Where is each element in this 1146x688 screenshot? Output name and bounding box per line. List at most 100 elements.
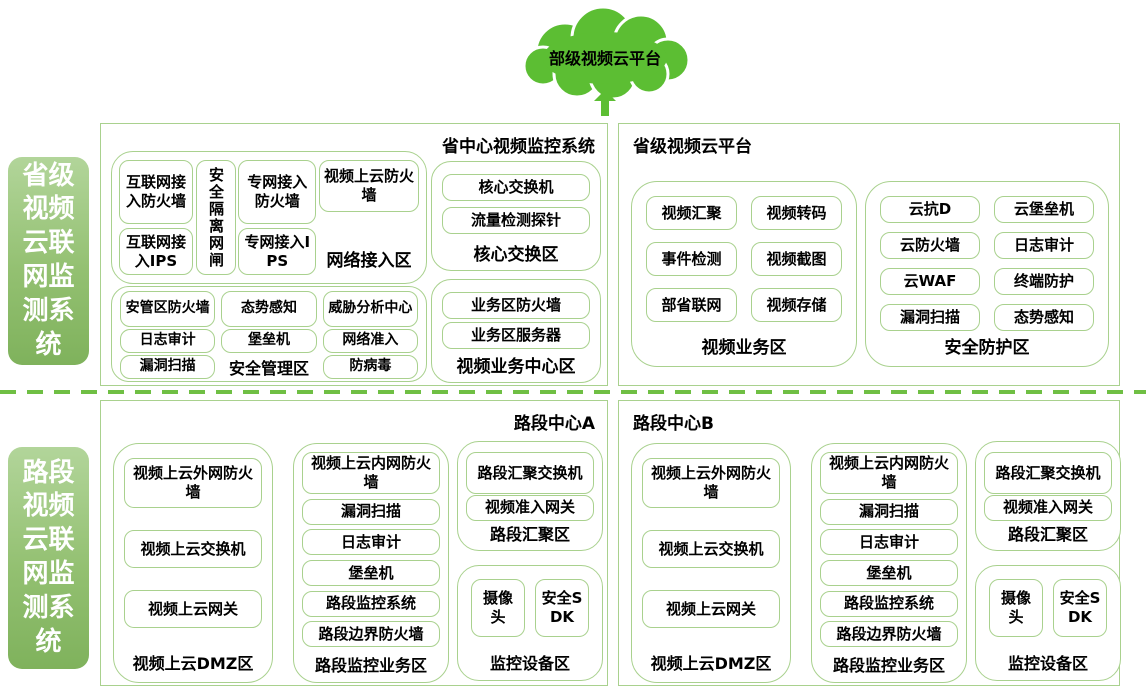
road-center-a-box: 路段中心A 视频上云外网防火墙 视频上云交换机 视频上云网关 视频上云DMZ区 … xyxy=(100,400,608,686)
video-cloud-dmz-zone-b-label: 视频上云DMZ区 xyxy=(650,654,772,673)
node-log-audit-a: 日志审计 xyxy=(302,529,440,556)
node-security-isolation-gatekeeper: 安全隔离网闸 xyxy=(195,160,236,275)
node-business-zone-firewall: 业务区防火墙 xyxy=(442,292,590,319)
road-aggregation-zone-a-label: 路段汇聚区 xyxy=(489,525,570,544)
network-access-col-1: 互联网接入防火墙 互联网接入IPS xyxy=(119,160,193,275)
node-vuln-scan: 漏洞扫描 xyxy=(120,355,216,379)
node-road-border-firewall-a: 路段边界防火墙 xyxy=(302,621,440,648)
sidebar-label-road-text: 路段视频云联网监测系统 xyxy=(22,457,75,657)
video-cloud-dmz-zone-a-label: 视频上云DMZ区 xyxy=(132,654,254,673)
security-protection-grid: 云抗D 云堡垒机 云防火墙 日志审计 云WAF 终端防护 漏洞扫描 态势感知 xyxy=(880,196,1094,333)
node-log-audit-cloud: 日志审计 xyxy=(994,232,1094,259)
node-video-aggregation: 视频汇聚 xyxy=(646,196,737,230)
province-cloud-box: 省级视频云平台 视频汇聚 视频转码 事件检测 视频截图 部省联网 视频存储 视频… xyxy=(618,123,1120,386)
node-video-cloud-gateway-b: 视频上云网关 xyxy=(642,590,780,628)
province-cloud-title: 省级视频云平台 xyxy=(633,137,752,157)
node-internet-access-ips: 互联网接入IPS xyxy=(119,228,193,275)
monitor-device-zone-a-label: 监控设备区 xyxy=(489,654,570,673)
road-monitor-zone-a: 视频上云内网防火墙 漏洞扫描 日志审计 堡垒机 路段监控系统 路段边界防火墙 路… xyxy=(293,443,449,683)
node-cloud-firewall: 云防火墙 xyxy=(880,232,980,259)
node-road-monitor-system-b: 路段监控系统 xyxy=(820,590,958,617)
sidebar-label-road-system: 路段视频云联网监测系统 xyxy=(8,447,89,669)
node-situation-awareness: 态势感知 xyxy=(221,291,317,327)
video-business-zone-label: 视频业务区 xyxy=(701,338,787,358)
node-vuln-scan-b: 漏洞扫描 xyxy=(820,498,958,525)
video-center-zone: 业务区防火墙 业务区服务器 视频业务中心区 xyxy=(431,279,601,383)
node-log-audit-b: 日志审计 xyxy=(820,529,958,556)
node-threat-analysis-center: 威胁分析中心 xyxy=(322,291,418,327)
node-road-agg-switch-b: 路段汇聚交换机 xyxy=(984,452,1112,494)
node-core-switch: 核心交换机 xyxy=(442,174,590,201)
node-video-cloud-switch-b: 视频上云交换机 xyxy=(642,530,780,568)
node-business-zone-server: 业务区服务器 xyxy=(442,322,590,349)
node-bastion-host: 堡垒机 xyxy=(221,329,317,353)
core-switch-zone: 核心交换机 流量检测探针 核心交换区 xyxy=(431,161,601,271)
security-protection-zone-label: 安全防护区 xyxy=(944,338,1030,358)
node-camera-a: 摄像头 xyxy=(471,579,525,637)
security-mgmt-zone: 安管区防火墙 态势感知 威胁分析中心 日志审计 堡垒机 网络准入 漏洞扫描 安全… xyxy=(111,286,427,382)
node-video-access-gateway-b: 视频准入网关 xyxy=(984,494,1112,521)
video-cloud-dmz-zone-a: 视频上云外网防火墙 视频上云交换机 视频上云网关 视频上云DMZ区 xyxy=(113,443,273,683)
node-video-transcode: 视频转码 xyxy=(751,196,842,230)
core-switch-zone-label: 核心交换区 xyxy=(473,245,559,265)
node-video-cloud-int-firewall-b: 视频上云内网防火墙 xyxy=(820,452,958,494)
node-private-net-ips: 专网接入IPS xyxy=(238,228,317,275)
node-vuln-scan-cloud: 漏洞扫描 xyxy=(880,304,980,331)
network-access-zone: 互联网接入防火墙 互联网接入IPS 安全隔离网闸 专网接入防火墙 专网接入IPS… xyxy=(111,151,427,284)
node-traffic-detect-probe: 流量检测探针 xyxy=(442,207,590,234)
node-cloud-bastion: 云堡垒机 xyxy=(994,196,1094,223)
node-road-agg-switch-a: 路段汇聚交换机 xyxy=(466,452,594,494)
node-road-monitor-system-a: 路段监控系统 xyxy=(302,590,440,617)
road-monitor-zone-b-label: 路段监控业务区 xyxy=(832,655,945,675)
up-arrow-icon xyxy=(594,90,616,116)
node-video-cloud-int-firewall-a: 视频上云内网防火墙 xyxy=(302,452,440,494)
network-access-col-2: 安全隔离网闸 xyxy=(195,160,236,275)
node-video-cloud-ext-firewall-b: 视频上云外网防火墙 xyxy=(642,458,780,508)
video-center-zone-label: 视频业务中心区 xyxy=(456,357,576,377)
node-video-cloud-firewall: 视频上云防火墙 xyxy=(318,160,419,212)
road-aggregation-zone-b: 路段汇聚交换机 视频准入网关 路段汇聚区 xyxy=(975,441,1121,551)
node-security-sdk-a: 安全SDK xyxy=(535,579,589,637)
node-cloud-waf: 云WAF xyxy=(880,268,980,295)
road-monitor-zone-b: 视频上云内网防火墙 漏洞扫描 日志审计 堡垒机 路段监控系统 路段边界防火墙 路… xyxy=(811,443,967,683)
security-mgmt-zone-label: 安全管理区 xyxy=(228,359,309,378)
node-cloud-anti-ddos: 云抗D xyxy=(880,196,980,223)
road-center-b-title: 路段中心B xyxy=(633,414,714,434)
node-video-access-gateway-a: 视频准入网关 xyxy=(466,494,594,521)
province-center-title: 省中心视频监控系统 xyxy=(442,137,595,157)
network-access-zone-label: 网络接入区 xyxy=(326,251,412,271)
node-security-isolation-gatekeeper-text: 安全隔离网闸 xyxy=(207,166,226,269)
node-log-audit: 日志审计 xyxy=(120,329,216,353)
node-event-detection: 事件检测 xyxy=(646,242,737,276)
road-aggregation-zone-a: 路段汇聚交换机 视频准入网关 路段汇聚区 xyxy=(457,441,603,551)
node-video-storage: 视频存储 xyxy=(751,288,842,322)
sidebar-label-province-system: 省级视频云联网监测系统 xyxy=(8,157,89,365)
road-center-a-title: 路段中心A xyxy=(513,414,595,434)
video-cloud-dmz-zone-b: 视频上云外网防火墙 视频上云交换机 视频上云网关 视频上云DMZ区 xyxy=(631,443,791,683)
province-center-box: 省中心视频监控系统 互联网接入防火墙 互联网接入IPS 安全隔离网闸 专网接入防… xyxy=(100,123,608,386)
video-business-zone: 视频汇聚 视频转码 事件检测 视频截图 部省联网 视频存储 视频业务区 xyxy=(631,181,857,367)
monitor-device-zone-a: 摄像头 安全SDK 监控设备区 xyxy=(457,565,603,681)
node-internet-access-firewall: 互联网接入防火墙 xyxy=(119,160,193,224)
node-camera-b: 摄像头 xyxy=(989,579,1043,637)
node-road-border-firewall-b: 路段边界防火墙 xyxy=(820,621,958,648)
network-access-col-4: 视频上云防火墙 网络接入区 xyxy=(318,160,419,275)
ministry-cloud-label: 部级视频云平台 xyxy=(549,49,661,68)
node-vuln-scan-a: 漏洞扫描 xyxy=(302,498,440,525)
node-video-cloud-switch-a: 视频上云交换机 xyxy=(124,530,262,568)
node-bastion-host-b: 堡垒机 xyxy=(820,559,958,586)
security-protection-zone: 云抗D 云堡垒机 云防火墙 日志审计 云WAF 终端防护 漏洞扫描 态势感知 安… xyxy=(865,181,1109,367)
sidebar-label-province-text: 省级视频云联网监测系统 xyxy=(22,160,75,360)
node-network-admission: 网络准入 xyxy=(322,329,418,353)
node-situation-awareness-cloud: 态势感知 xyxy=(994,304,1094,331)
node-bastion-host-a: 堡垒机 xyxy=(302,559,440,586)
node-antivirus: 防病毒 xyxy=(322,355,418,379)
monitor-device-zone-b-label: 监控设备区 xyxy=(1007,654,1088,673)
road-center-b-box: 路段中心B 视频上云外网防火墙 视频上云交换机 视频上云网关 视频上云DMZ区 … xyxy=(618,400,1121,686)
node-private-net-firewall: 专网接入防火墙 xyxy=(238,160,317,224)
node-video-cloud-gateway-a: 视频上云网关 xyxy=(124,590,262,628)
node-endpoint-protection: 终端防护 xyxy=(994,268,1094,295)
node-video-cloud-ext-firewall-a: 视频上云外网防火墙 xyxy=(124,458,262,508)
road-aggregation-zone-b-label: 路段汇聚区 xyxy=(1007,525,1088,544)
